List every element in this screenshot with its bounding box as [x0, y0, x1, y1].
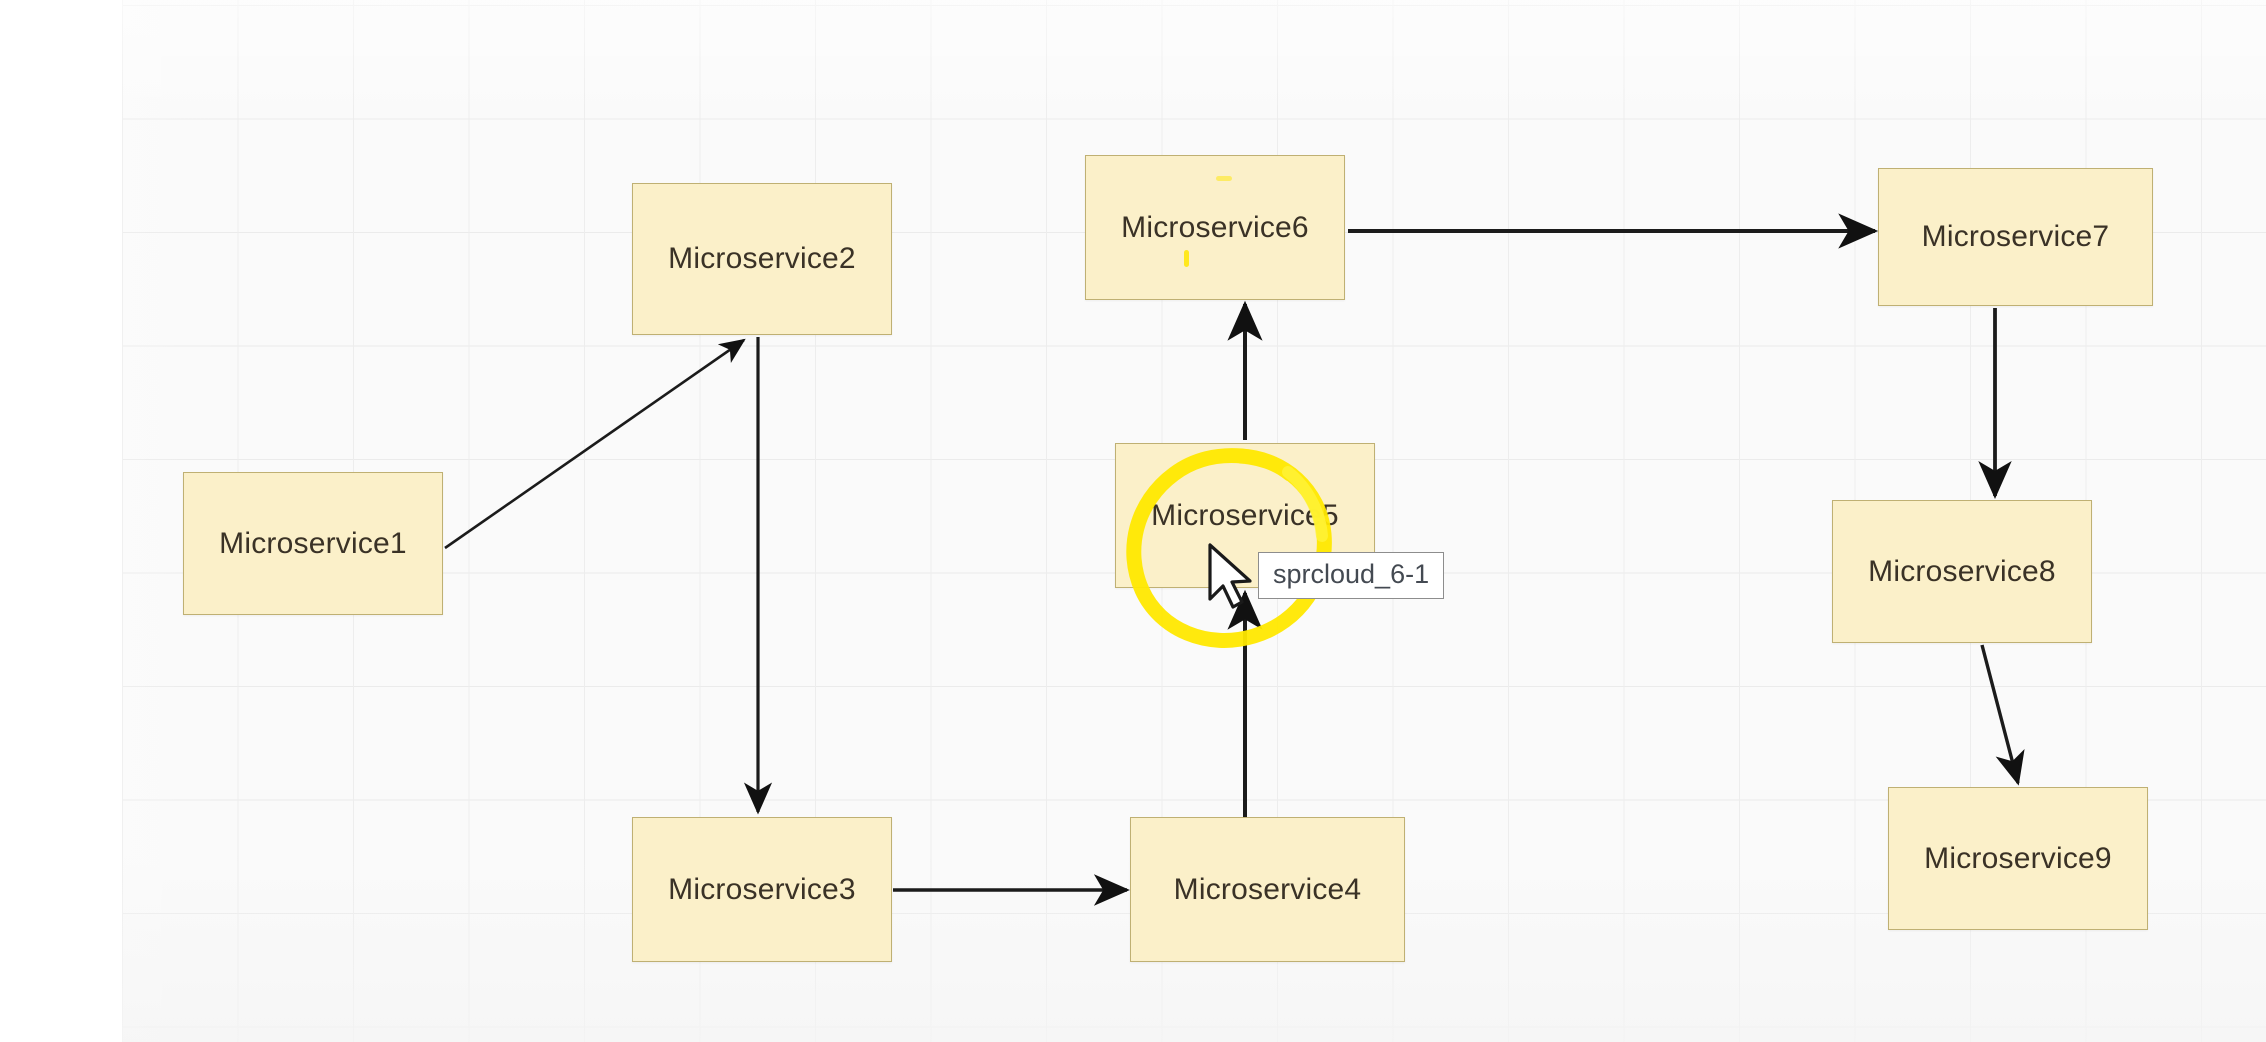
node-microservice9[interactable]: Microservice9	[1888, 787, 2148, 930]
highlighter-speck	[1216, 176, 1232, 181]
node-label: Microservice1	[219, 526, 407, 560]
node-label: Microservice8	[1868, 554, 2056, 588]
node-label: Microservice2	[668, 242, 856, 275]
hover-tooltip: sprcloud_6-1	[1258, 552, 1445, 599]
node-microservice8[interactable]: Microservice8	[1832, 500, 2092, 643]
highlighter-speck	[1184, 250, 1189, 267]
node-microservice2[interactable]: Microservice2	[632, 183, 892, 335]
node-label: Microservice4	[1173, 872, 1362, 906]
node-label: Microservice5	[1151, 498, 1339, 532]
node-microservice1[interactable]: Microservice1	[183, 472, 443, 615]
node-microservice3[interactable]: Microservice3	[632, 817, 892, 962]
node-label: Microservice6	[1121, 210, 1309, 244]
node-microservice6[interactable]: Microservice6	[1085, 155, 1345, 300]
node-microservice4[interactable]: Microservice4	[1130, 817, 1405, 962]
node-label: Microservice7	[1921, 220, 2110, 253]
node-label: Microservice9	[1924, 841, 2112, 875]
canvas-left-gutter	[0, 0, 122, 1042]
node-label: Microservice3	[668, 872, 856, 906]
node-microservice7[interactable]: Microservice7	[1878, 168, 2153, 306]
